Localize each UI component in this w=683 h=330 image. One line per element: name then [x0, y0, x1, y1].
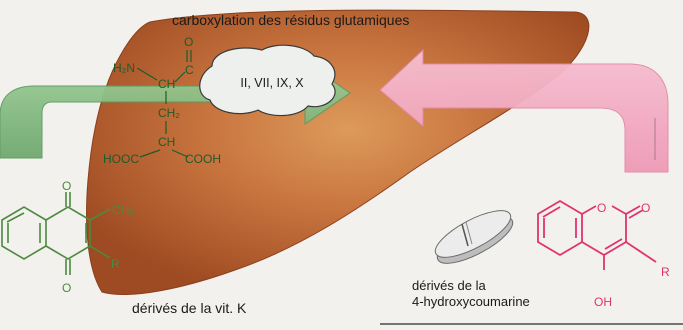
tablet-icon: [429, 202, 518, 272]
coumarin-o-carbonyl: O: [641, 201, 650, 215]
coumarin-label-line1: dérivés de la: [412, 278, 486, 293]
factors-label: II, VII, IX, X: [240, 76, 304, 90]
glu-ch-gamma: CH: [158, 135, 175, 149]
coumarin-r: R: [661, 265, 670, 279]
vitk-r: R: [111, 257, 120, 271]
coumarin-o-ring: O: [597, 201, 606, 215]
coumarin-label-line2: 4-hydroxycoumarine: [412, 294, 530, 309]
vitk-o-bottom: O: [62, 281, 71, 295]
glu-ch-alpha: CH: [158, 77, 175, 91]
glu-ch2: CH₂: [158, 106, 180, 120]
glu-c-carbonyl: C: [185, 63, 194, 77]
coumarin-oh: OH: [594, 295, 612, 309]
vitk-ch3: CH₃: [112, 203, 134, 217]
glu-cooh: COOH: [185, 152, 221, 166]
liver-shape: [87, 10, 589, 294]
vitk-o-top: O: [62, 179, 71, 193]
vitk-label: dérivés de la vit. K: [132, 300, 247, 316]
diagram-title: carboxylation des résidus glutamiques: [172, 12, 409, 28]
glu-h2n: H₂N: [113, 61, 135, 75]
glu-hooc: HOOC: [103, 152, 139, 166]
glu-o-carbonyl: O: [184, 35, 193, 49]
